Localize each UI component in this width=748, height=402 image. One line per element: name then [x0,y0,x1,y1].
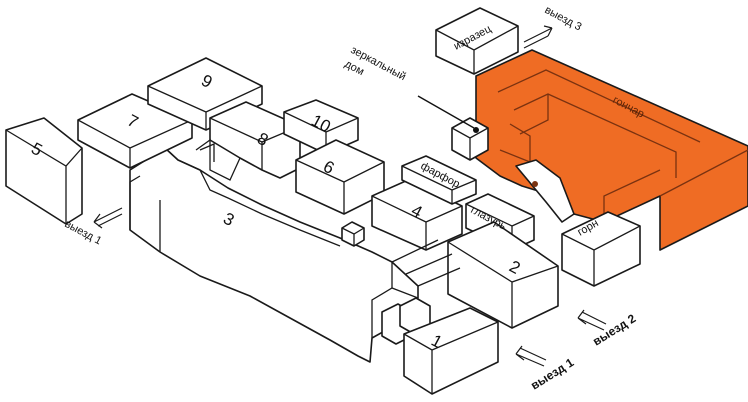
building-2[interactable] [447,221,559,329]
exit-1-bottom-arrow [515,345,547,367]
exit-2-label: выезд 2 [590,311,638,348]
building-6[interactable] [295,139,385,215]
building-8[interactable] [195,101,301,181]
building-1[interactable] [403,307,499,395]
exit-1-bottom-label: выезд 1 [528,355,576,392]
building-gorn[interactable] [561,211,641,287]
building-farfor[interactable] [401,155,477,205]
building-7[interactable] [77,93,193,169]
building-5[interactable] [5,117,83,225]
mirror-house-pointer [417,95,475,129]
exit-3-arrow [523,25,553,49]
mirror-house[interactable] [451,117,489,161]
building-3[interactable] [129,147,419,363]
exit-2-arrow [577,309,607,331]
building-izrazets[interactable] [435,7,519,75]
exit-1-left-arrow [93,207,123,229]
building-gonchar[interactable] [475,49,748,251]
exit-1-left-label: выезд 1 [63,218,104,247]
small-cube [341,221,365,247]
